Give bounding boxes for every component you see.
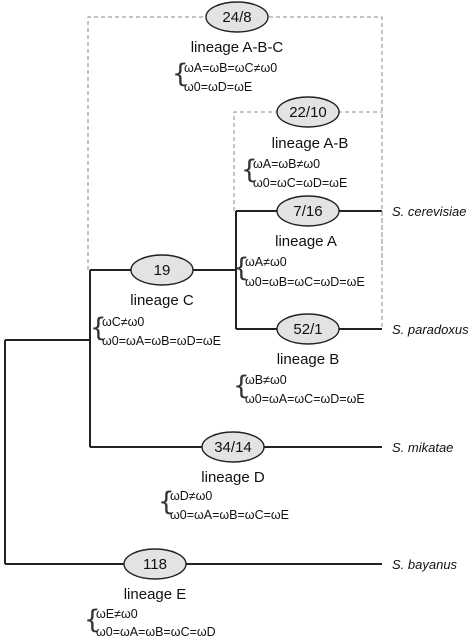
taxon-cerevisiae: S. cerevisiae [392, 204, 466, 219]
brace-c: { [90, 313, 107, 343]
count-e: 118 [143, 556, 167, 573]
brace-b: { [233, 371, 250, 401]
lineage-label-b: lineage B [277, 351, 340, 368]
eq2-e: ω0=ωA=ωB=ωC=ωD [96, 625, 216, 639]
eq2-ab: ω0=ωC=ωD=ωE [253, 176, 347, 190]
eq1-d: ωD≠ω0 [170, 489, 212, 503]
lineage-label-a: lineage A [275, 233, 337, 250]
count-c: 19 [154, 262, 171, 279]
brace-abc: { [172, 59, 189, 89]
taxon-mikatae: S. mikatae [392, 440, 453, 455]
eq1-ab: ωA=ωB≠ω0 [253, 157, 320, 171]
count-d: 34/14 [214, 439, 252, 456]
eq1-c: ωC≠ω0 [102, 315, 144, 329]
equations-a: { ωA≠ω0 ω0=ωB=ωC=ωD=ωE [233, 253, 365, 289]
brace-d: { [158, 487, 175, 517]
eq1-b: ωB≠ω0 [245, 373, 287, 387]
badge-b: 52/1 [276, 313, 340, 345]
equations-ab: { ωA=ωB≠ω0 ω0=ωC=ωD=ωE [241, 155, 347, 190]
eq2-d: ω0=ωA=ωB=ωC=ωE [170, 508, 289, 522]
count-b: 52/1 [293, 321, 322, 338]
badge-c: 19 [130, 254, 194, 286]
eq2-c: ω0=ωA=ωB=ωD=ωE [102, 334, 221, 348]
lineage-label-ab: lineage A-B [272, 135, 349, 152]
eq2-b: ω0=ωA=ωC=ωD=ωE [245, 392, 365, 406]
badge-a: 7/16 [276, 195, 340, 227]
badge-e: 118 [123, 548, 187, 580]
equations-b: { ωB≠ω0 ω0=ωA=ωC=ωD=ωE [233, 371, 365, 406]
eq1-e: ωE≠ω0 [96, 607, 138, 621]
count-ab: 22/10 [289, 104, 327, 121]
taxon-paradoxus: S. paradoxus [392, 322, 469, 337]
badge-abc: 24/8 [205, 1, 269, 33]
eq2-abc: ω0=ωD=ωE [184, 80, 252, 94]
eq1-a: ωA≠ω0 [245, 255, 287, 269]
badge-d: 34/14 [201, 431, 265, 463]
eq2-a: ω0=ωB=ωC=ωD=ωE [245, 275, 365, 289]
lineage-label-e: lineage E [124, 586, 187, 603]
lineage-label-abc: lineage A-B-C [191, 39, 284, 56]
lineage-label-d: lineage D [201, 469, 265, 486]
equations-d: { ωD≠ω0 ω0=ωA=ωB=ωC=ωE [158, 487, 289, 522]
brace-a: { [233, 253, 250, 283]
lineage-label-c: lineage C [130, 292, 194, 309]
equations-e: { ωE≠ω0 ω0=ωA=ωB=ωC=ωD [84, 605, 216, 639]
equations-abc: { ωA=ωB=ωC≠ω0 ω0=ωD=ωE [172, 59, 277, 94]
badge-ab: 22/10 [276, 96, 340, 128]
count-a: 7/16 [293, 203, 322, 220]
count-abc: 24/8 [222, 9, 251, 26]
equations-c: { ωC≠ω0 ω0=ωA=ωB=ωD=ωE [90, 313, 221, 348]
eq1-abc: ωA=ωB=ωC≠ω0 [184, 61, 277, 75]
brace-ab: { [241, 155, 258, 185]
taxon-bayanus: S. bayanus [392, 557, 458, 572]
brace-e: { [84, 605, 101, 635]
